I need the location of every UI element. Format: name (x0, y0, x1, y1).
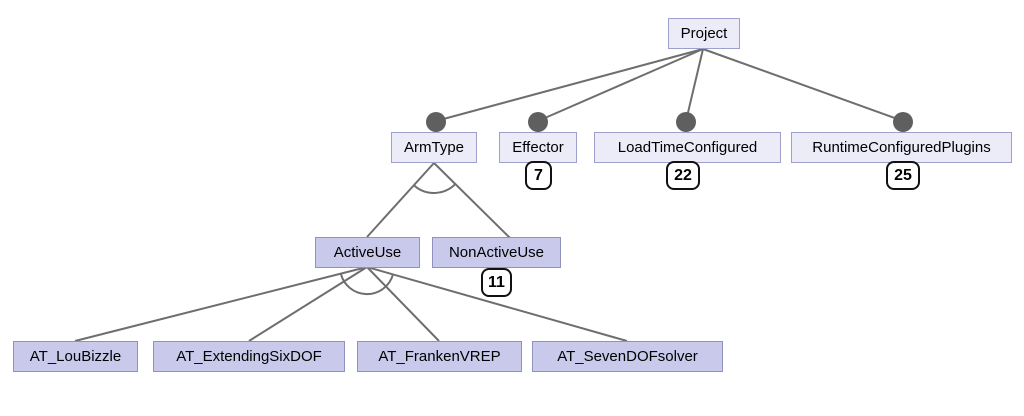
edge-armtype-activeuse (366, 162, 435, 238)
node-at-frankenvrep[interactable]: AT_FrankenVREP (357, 341, 522, 372)
count-badge-nonactiveuse[interactable]: 11 (481, 268, 512, 297)
containment-dot-loadtimeconfigured (676, 112, 696, 132)
edge-project-effector (537, 48, 704, 122)
containment-dot-armtype (426, 112, 446, 132)
edge-project-armtype (435, 48, 704, 122)
edge-activeuse-at-frankenvrep (366, 266, 440, 342)
edge-project-runtimeconfiguredplugins (702, 48, 904, 122)
node-project[interactable]: Project (668, 18, 740, 49)
count-badge-effector[interactable]: 7 (525, 161, 552, 190)
edge-armtype-nonactiveuse (433, 162, 511, 239)
node-armtype[interactable]: ArmType (391, 132, 477, 163)
node-effector[interactable]: Effector (499, 132, 577, 163)
node-at-loubizzle[interactable]: AT_LouBizzle (13, 341, 138, 372)
edge-activeuse-at-sevendofsolver (366, 266, 628, 342)
node-nonactiveuse[interactable]: NonActiveUse (432, 237, 561, 268)
count-badge-runtimeconfiguredplugins[interactable]: 25 (886, 161, 920, 190)
node-at-sevendofsolver[interactable]: AT_SevenDOFsolver (532, 341, 723, 372)
edge-project-loadtimeconfigured (685, 48, 704, 122)
node-at-extendingsixdof[interactable]: AT_ExtendingSixDOF (153, 341, 345, 372)
edge-activeuse-at-loubizzle (74, 266, 368, 342)
containment-dot-effector (528, 112, 548, 132)
inheritance-arc-armtype (413, 183, 457, 194)
edge-activeuse-at-extendingsixdof (248, 266, 368, 342)
node-runtimeconfiguredplugins[interactable]: RuntimeConfiguredPlugins (791, 132, 1012, 163)
node-activeuse[interactable]: ActiveUse (315, 237, 420, 268)
containment-dot-runtimeconfiguredplugins (893, 112, 913, 132)
node-loadtimeconfigured[interactable]: LoadTimeConfigured (594, 132, 781, 163)
count-badge-loadtimeconfigured[interactable]: 22 (666, 161, 700, 190)
inheritance-arc-activeuse (339, 273, 394, 296)
